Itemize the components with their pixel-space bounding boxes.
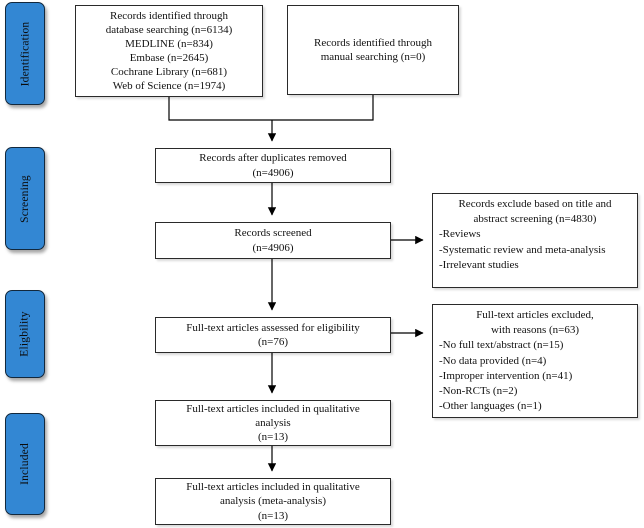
exclusion-reason: -Reviews — [439, 228, 481, 241]
fulltext-excluded-heading: Full-text articles excluded, with reason… — [476, 309, 594, 337]
exclusion-reason: -Improper intervention (n=41) — [439, 369, 573, 382]
stage-included: Included — [5, 413, 45, 515]
exclusion-reason: -Other languages (n=1) — [439, 400, 542, 413]
box-meta-analysis-included: Full-text articles included in qualitati… — [155, 478, 391, 525]
exclusion-reason: -No full text/abstract (n=15) — [439, 339, 564, 352]
box-duplicates-removed: Records after duplicates removed (n=4906… — [155, 148, 391, 183]
exclusion-reason: -Non-RCTs (n=2) — [439, 384, 518, 397]
box-fulltext-assessed: Full-text articles assessed for eligibil… — [155, 317, 391, 353]
box-fulltext-excluded: Full-text articles excluded, with reason… — [432, 304, 638, 418]
stage-identification-label: Identification — [19, 21, 31, 86]
merge-connector-line — [168, 95, 374, 121]
exclusion-reason: -Irrelevant studies — [439, 258, 519, 271]
exclusion-reason: -No data provided (n=4) — [439, 354, 547, 367]
box-database-search: Records identified through database sear… — [75, 5, 263, 97]
box-qualitative-included: Full-text articles included in qualitati… — [155, 400, 391, 446]
exclusion-reason: -Systematic review and meta-analysis — [439, 243, 606, 256]
title-abstract-excluded-heading: Records exclude based on title and abstr… — [458, 198, 612, 226]
stage-screening: Screening — [5, 147, 45, 250]
box-records-screened: Records screened (n=4906) — [155, 222, 391, 259]
box-title-abstract-excluded: Records exclude based on title and abstr… — [432, 193, 638, 288]
stage-screening-label: Screening — [19, 174, 32, 223]
stage-included-label: Included — [19, 443, 31, 485]
box-manual-search: Records identified through manual search… — [287, 5, 459, 95]
stage-eligibility: Eligbility — [5, 290, 45, 378]
stage-identification: Identification — [5, 2, 45, 105]
stage-eligibility-label: Eligbility — [19, 311, 32, 357]
